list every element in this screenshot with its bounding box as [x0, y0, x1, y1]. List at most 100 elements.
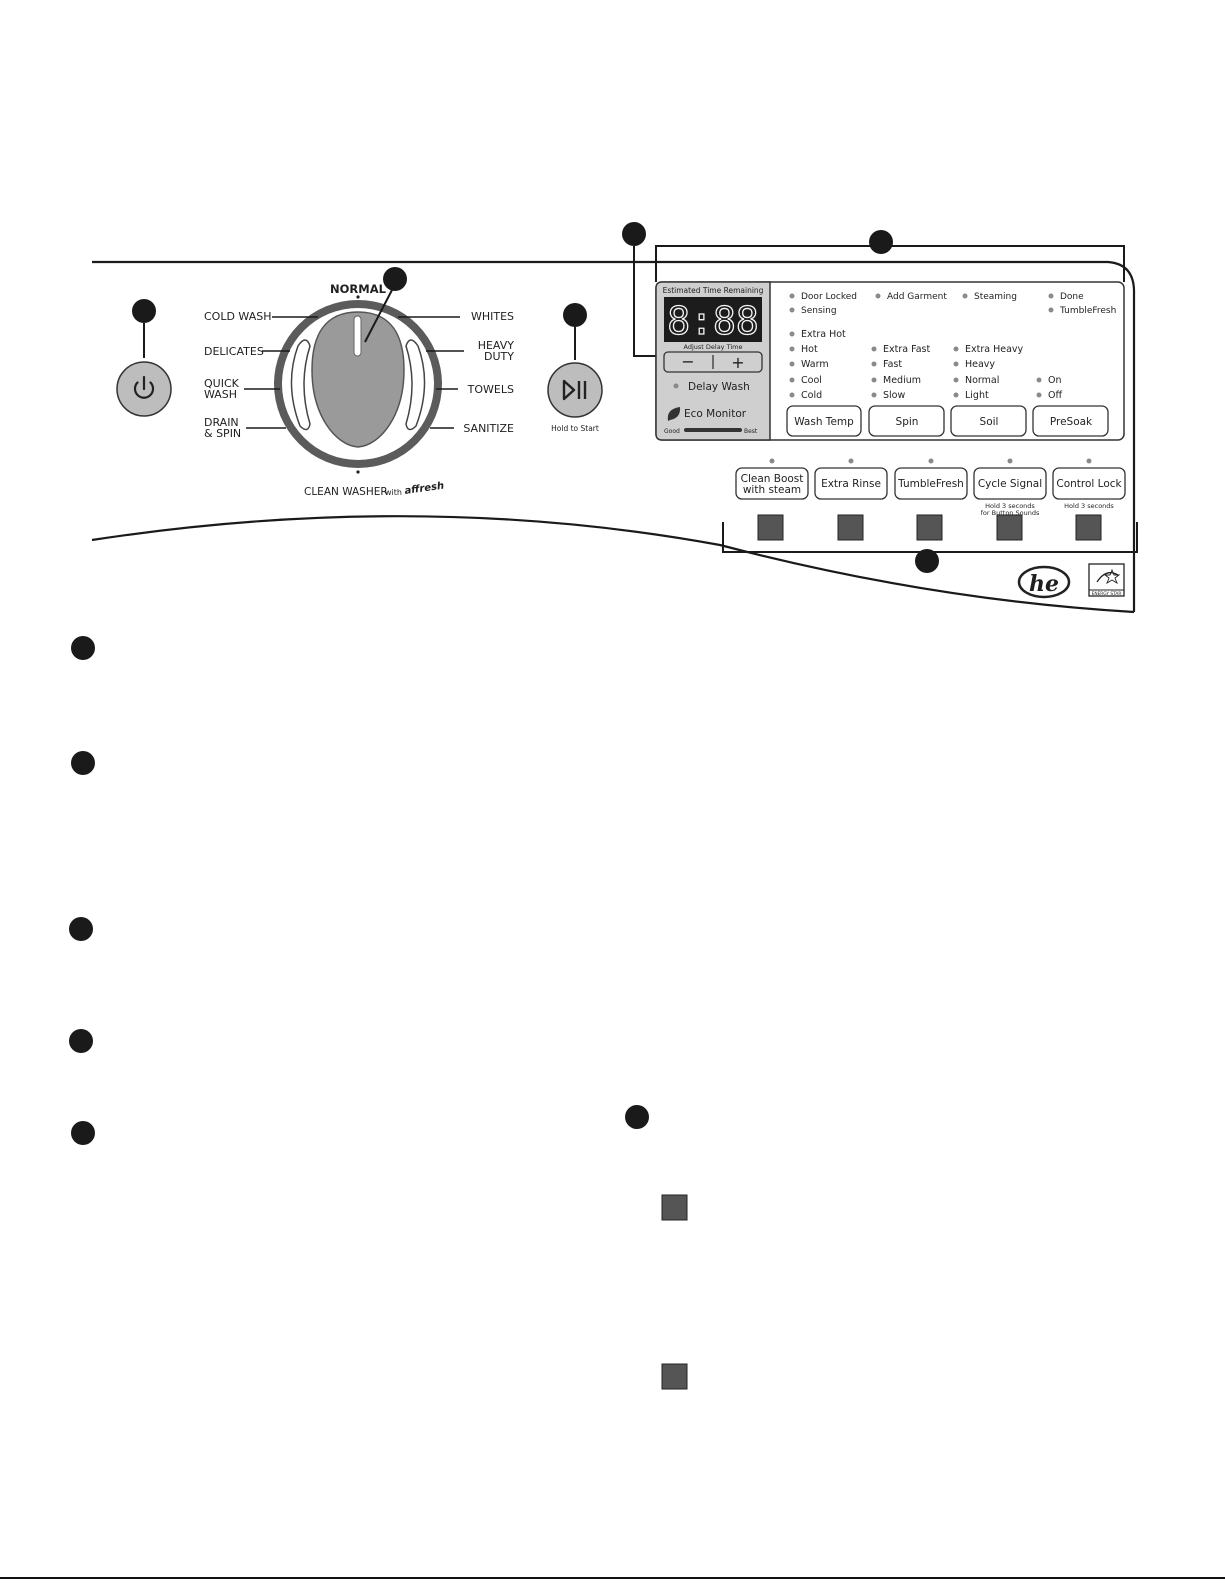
dial-label-drain-spin-2: & SPIN [204, 427, 241, 440]
dial-label-cold-wash: COLD WASH [204, 310, 272, 323]
clean-boost-label-2: with steam [743, 484, 801, 496]
dial-label-clean-washer: CLEAN WASHER [304, 486, 388, 498]
display-header: Estimated Time Remaining [663, 286, 764, 295]
status-done: Done [1060, 292, 1084, 302]
cycle-signal-label: Cycle Signal [978, 478, 1042, 490]
time-display [664, 297, 762, 342]
dial-label-with: with [385, 488, 402, 497]
power-icon [133, 375, 155, 399]
spin-button[interactable]: Spin [868, 405, 945, 437]
soil-button-label: Soil [980, 416, 999, 428]
eco-best-label: Best [744, 428, 758, 435]
he-logo: he [1017, 565, 1071, 599]
bottom-rule [0, 1577, 1225, 1579]
presoak-button[interactable]: PreSoak [1032, 405, 1109, 437]
time-display-digits: 8:88 [667, 299, 759, 343]
dial-tick-lines [244, 316, 464, 429]
adjust-delay-label: Adjust Delay Time [684, 343, 743, 351]
console-outline [91, 260, 1136, 614]
dial-label-drain-spin-1: DRAIN [204, 416, 239, 429]
leaf-icon [667, 407, 681, 421]
dial-knob[interactable] [311, 311, 405, 448]
extra-rinse-label: Extra Rinse [821, 478, 881, 490]
soil-normal: Normal [965, 375, 999, 386]
wash-temp-cool: Cool [801, 375, 822, 386]
eco-monitor-label: Eco Monitor [684, 408, 747, 420]
cycle-signal-note-2: for Button Sounds [981, 509, 1040, 517]
adjust-delay-buttons [663, 351, 763, 373]
presoak-off: Off [1048, 390, 1062, 401]
status-steaming: Steaming [974, 292, 1017, 302]
cycle-signal-note-1: Hold 3 seconds [985, 502, 1035, 510]
status-sensing: Sensing [801, 306, 837, 316]
row2-indicators [769, 458, 1092, 464]
status-tumblefresh: TumbleFresh [1059, 306, 1116, 316]
page-callout-markers [69, 636, 649, 1145]
soil-extra-heavy: Extra Heavy [965, 344, 1024, 355]
cycle-dial[interactable] [274, 295, 442, 474]
soil-button[interactable]: Soil [950, 405, 1027, 437]
delay-wash-indicator [673, 383, 679, 389]
delay-plus-button[interactable]: + [731, 353, 744, 372]
wash-temp-button-label: Wash Temp [794, 416, 854, 428]
power-callout [132, 299, 156, 358]
cycle-signal-button[interactable]: Cycle Signal [973, 467, 1047, 500]
dial-label-whites: WHITES [471, 310, 514, 323]
start-pause-button[interactable] [547, 362, 603, 418]
svg-text:ENERGY STAR: ENERGY STAR [1092, 591, 1122, 597]
play-pause-icon [562, 379, 587, 401]
delay-wash-label: Delay Wash [688, 381, 750, 393]
dial-label-quick-wash-2: WASH [204, 388, 237, 401]
soil-light: Light [965, 390, 989, 401]
control-lock-button[interactable]: Control Lock [1052, 467, 1126, 500]
wash-temp-button[interactable]: Wash Temp [786, 405, 862, 437]
presoak-button-label: PreSoak [1050, 416, 1093, 428]
page-square-markers [661, 1194, 688, 1390]
presoak-on: On [1048, 375, 1062, 386]
wash-temp-warm: Warm [801, 359, 829, 370]
option-indicators [789, 331, 1042, 398]
wash-temp-extra-hot: Extra Hot [801, 329, 846, 340]
eco-good-label: Good [664, 428, 680, 435]
dial-pointer [353, 315, 362, 357]
eco-monitor-bar [684, 428, 742, 432]
spin-extra-fast: Extra Fast [883, 344, 930, 355]
dial-label-sanitize: SANITIZE [463, 422, 514, 435]
clean-boost-label-1: Clean Boost [741, 473, 804, 485]
affresh-logo: affresh [404, 481, 445, 497]
dial-label-towels: TOWELS [467, 383, 514, 396]
status-indicators [789, 293, 1054, 313]
option-callout-squares [757, 514, 1102, 541]
wash-temp-cold: Cold [801, 390, 822, 401]
tumblefresh-button[interactable]: TumbleFresh [894, 467, 968, 500]
control-lock-note: Hold 3 seconds [1064, 502, 1114, 510]
display-callout [622, 222, 656, 357]
tumblefresh-label: TumbleFresh [897, 478, 964, 490]
dial-label-normal: NORMAL [330, 282, 387, 296]
dial-label-heavy-duty-1: HEAVY [478, 339, 515, 352]
wash-temp-hot: Hot [801, 344, 818, 355]
spin-slow: Slow [883, 390, 905, 401]
clean-boost-button[interactable]: Clean Boost with steam [735, 467, 809, 500]
power-button[interactable] [116, 361, 172, 417]
options-bracket-callout [722, 522, 1138, 573]
spin-medium: Medium [883, 375, 921, 386]
dial-label-delicates: DELICATES [204, 345, 264, 358]
dial-callout [364, 267, 407, 343]
delay-minus-button[interactable]: − [681, 352, 694, 371]
status-door-locked: Door Locked [801, 292, 857, 302]
star-icon [1103, 568, 1121, 585]
status-bracket-callout [655, 230, 1125, 282]
extra-rinse-button[interactable]: Extra Rinse [814, 467, 888, 500]
svg-text:he: he [1029, 571, 1059, 597]
dial-label-heavy-duty-2: DUTY [484, 350, 514, 363]
dial-label-quick-wash-1: QUICK [204, 377, 240, 390]
status-add-garment: Add Garment [887, 292, 947, 302]
soil-heavy: Heavy [965, 359, 995, 370]
spin-fast: Fast [883, 359, 902, 370]
start-callout [563, 303, 587, 360]
hold-to-start-caption: Hold to Start [551, 424, 599, 433]
energy-star-logo: ENERGY STAR [1088, 563, 1125, 597]
spin-button-label: Spin [896, 416, 919, 428]
